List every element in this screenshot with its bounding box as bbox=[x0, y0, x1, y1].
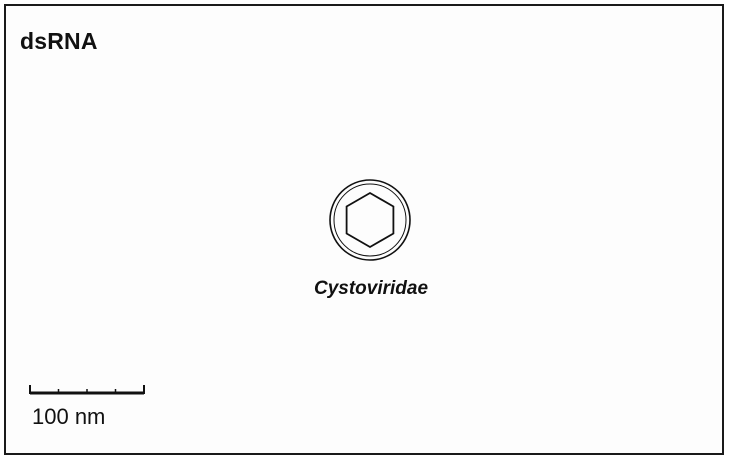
scale-bar bbox=[29, 385, 145, 395]
virion-capsid-hexagon bbox=[345, 191, 395, 249]
diagram-panel: dsRNA Cystoviridae 100 nm bbox=[4, 4, 724, 455]
cystoviridae-virion-icon bbox=[329, 179, 411, 261]
genome-type-title: dsRNA bbox=[20, 28, 98, 54]
scale-label: 100 nm bbox=[32, 404, 106, 429]
virion-envelope bbox=[329, 179, 411, 261]
virus-family-label: Cystoviridae bbox=[313, 278, 429, 299]
virion-envelope-inner bbox=[333, 183, 407, 257]
